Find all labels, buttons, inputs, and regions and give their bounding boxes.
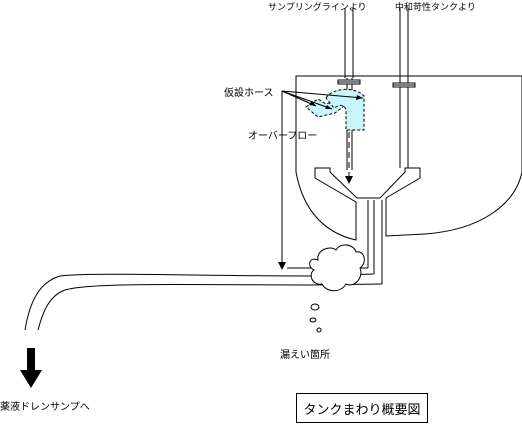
temp-hose-bend [325, 89, 365, 131]
diagram-title: タンクまわり概要図 [296, 393, 428, 423]
flange-right [392, 82, 416, 88]
arrowhead-hose-3 [356, 95, 363, 100]
arrowhead-hose-1 [309, 101, 316, 106]
drain-sump-label: 薬液ドレンサンプへ [0, 402, 90, 413]
overflow-label: オーバーフロー [248, 131, 318, 142]
drain-arrow-shaft [27, 348, 35, 372]
tank-outline [295, 75, 522, 241]
temp-hose-label: 仮設ホース [224, 88, 274, 99]
neutralization-tank-label: 中和苛性タンクより [395, 3, 476, 13]
drain-arrow-head [20, 370, 42, 388]
leak-cloud [309, 244, 365, 292]
leak-drips [309, 303, 322, 333]
overflow-arrowhead [345, 176, 353, 184]
drain-pipe [24, 200, 383, 331]
hose-route-arrowhead [278, 262, 286, 270]
leak-point-label: 漏えい箇所 [280, 350, 330, 361]
arrowhead-hose-2 [325, 105, 332, 109]
flange-left [337, 79, 361, 85]
sampling-line-label: サンプリングラインより [268, 3, 367, 13]
neutralization-tank-pipe [399, 8, 409, 168]
